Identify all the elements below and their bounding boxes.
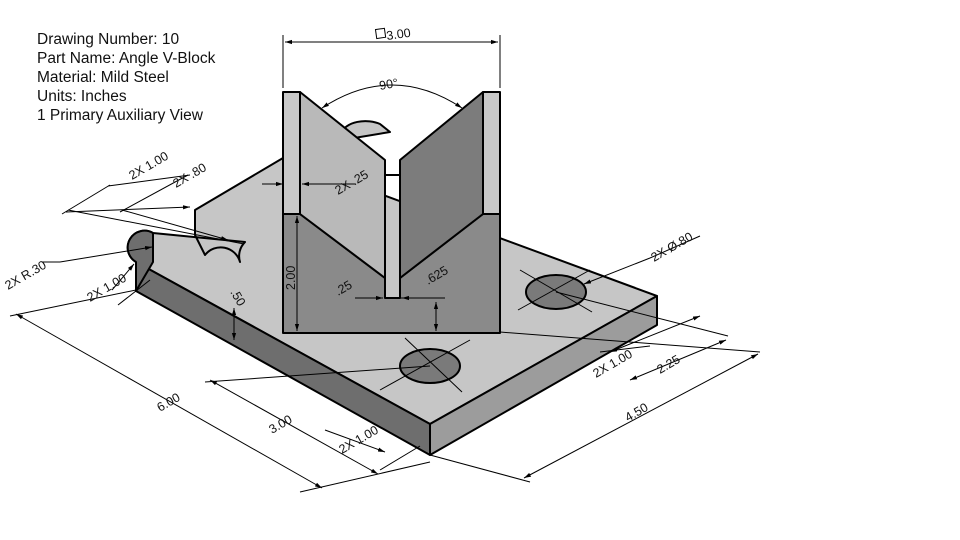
hole-centerlines	[379, 269, 593, 393]
dim-base-length: 6.00	[155, 390, 183, 414]
dim-tab-radius: 2X R.30	[3, 258, 49, 293]
dim-tab-offset: 2X .80	[171, 160, 209, 190]
upright-left	[282, 91, 301, 215]
dim-hole-edge-front: 2X 1.00	[337, 423, 381, 457]
view-count: 1 Primary Auxiliary View	[37, 107, 203, 124]
part-name: Part Name: Angle V-Block	[37, 50, 216, 67]
dim-v-height: 2.00	[284, 266, 298, 290]
v-slot	[384, 160, 401, 176]
dim-hole-diameter: 2X Ø.80	[649, 230, 696, 265]
dim-hole-x: 3.00	[267, 412, 295, 436]
dim-tab-length: 2X 1.00	[127, 149, 171, 183]
material: Material: Mild Steel	[37, 69, 169, 86]
upright-right	[482, 91, 501, 215]
units: Units: Inches	[37, 88, 127, 105]
dimension-lines	[9, 35, 761, 493]
dim-square-width: 3.00	[385, 26, 411, 43]
drawing-number: Drawing Number: 10	[37, 31, 180, 48]
dim-hole-center: 2.25	[655, 352, 683, 376]
title-block: Drawing Number: 10 Part Name: Angle V-Bl…	[37, 30, 215, 125]
tab-end-face	[126, 229, 154, 292]
dim-tab-width: 2X 1.00	[85, 271, 129, 305]
dim-base-width: 4.50	[623, 400, 651, 424]
slot-floor	[384, 175, 401, 298]
square-symbol	[374, 27, 387, 40]
dim-v-angle: 90°	[378, 76, 399, 93]
